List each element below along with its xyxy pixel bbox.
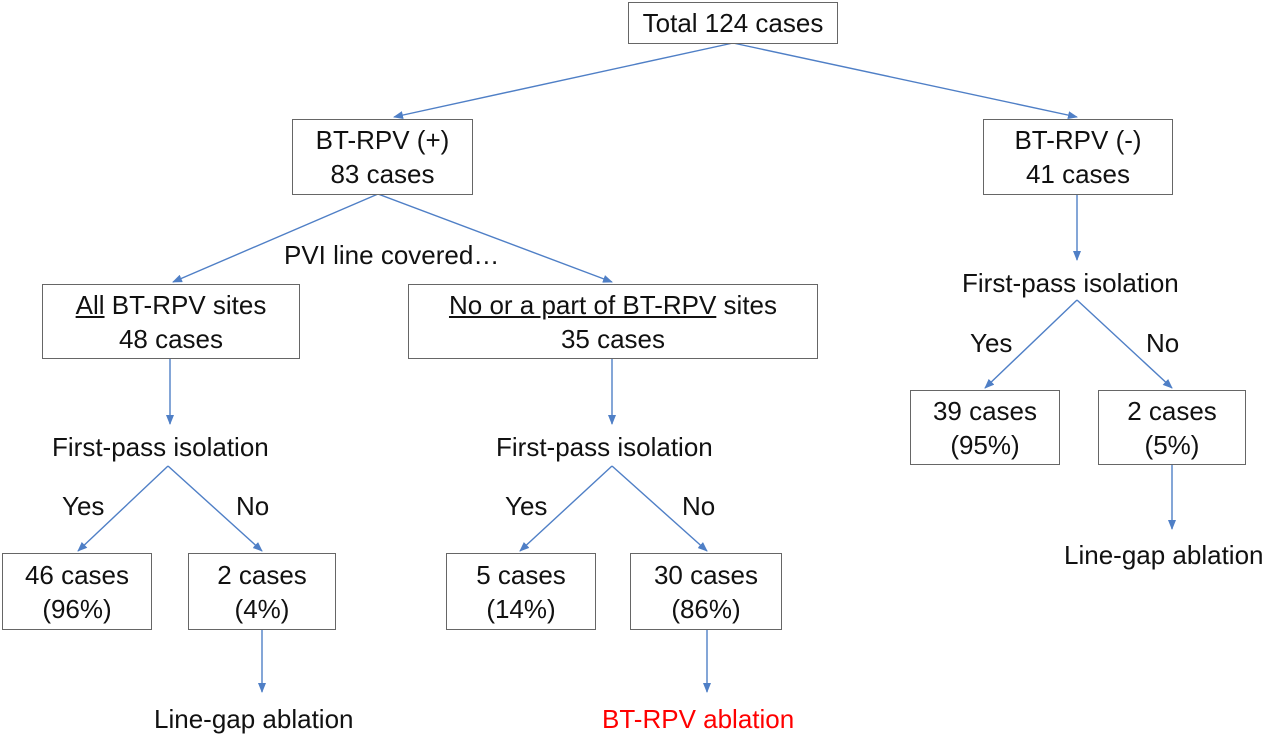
right-yes-pct: (95%): [950, 429, 1020, 460]
btrpv-negative-title: BT-RPV (-): [1014, 125, 1142, 155]
btrpv-positive-box: BT-RPV (+) 83 cases: [292, 119, 473, 195]
all-sites-no-count: 2 cases: [217, 559, 307, 590]
all-sites-outcome-label: Line-gap ablation: [154, 704, 354, 734]
decision-right-yes-label: Yes: [970, 328, 1013, 358]
right-yes-count: 39 cases: [932, 395, 1038, 426]
partial-sites-yes-pct: (14%): [486, 593, 556, 624]
all-sites-title: All BT-RPV sites: [76, 288, 267, 322]
btrpv-positive-title: BT-RPV (+): [315, 125, 450, 155]
decision-partial-sites-no-label: No: [682, 491, 716, 521]
arrow-decision3-yes: [984, 299, 1078, 389]
arrow-decision1-yes: [77, 465, 169, 552]
arrow-decision3-no: [1076, 299, 1173, 389]
all-sites-underlined: All: [75, 289, 105, 320]
decision-partial-sites-yes-label: Yes: [505, 491, 548, 521]
all-sites-yes-box: 46 cases (96%): [2, 553, 152, 630]
btrpv-positive-count: 83 cases: [330, 159, 435, 189]
partial-sites-no-count: 30 cases: [653, 559, 759, 590]
btrpv-negative-count: 41 cases: [1025, 159, 1131, 189]
btrpv-negative-box: BT-RPV (-) 41 cases: [983, 119, 1173, 195]
decision-all-sites-label: First-pass isolation: [52, 432, 269, 462]
partial-sites-rest: sites: [716, 289, 777, 320]
partial-sites-box: No or a part of BT-RPV sites 35 cases: [408, 284, 818, 359]
right-no-box: 2 cases (5%): [1098, 390, 1246, 465]
partial-sites-count: 35 cases: [560, 323, 666, 354]
partial-sites-yes-box: 5 cases (14%): [446, 553, 596, 630]
arrow-decision2-no: [611, 465, 708, 552]
all-sites-rest: BT-RPV sites: [104, 289, 267, 320]
decision-right-no-label: No: [1146, 328, 1180, 358]
all-sites-yes-pct: (96%): [42, 593, 112, 624]
all-sites-no-box: 2 cases (4%): [188, 553, 336, 630]
partial-sites-no-box: 30 cases (86%): [630, 553, 782, 630]
all-sites-box: All BT-RPV sites 48 cases: [42, 284, 300, 359]
arrow-total-to-btrpv-neg: [732, 42, 1078, 120]
all-sites-yes-count: 46 cases: [24, 559, 130, 590]
decision-partial-sites-label: First-pass isolation: [496, 432, 713, 462]
decision-all-sites-yes-label: Yes: [62, 491, 105, 521]
partial-sites-outcome-label: BT-RPV ablation: [602, 704, 795, 734]
partial-sites-underlined: No or a part of BT-RPV: [448, 289, 717, 320]
partial-sites-title: No or a part of BT-RPV sites: [449, 288, 777, 322]
arrow-decision2-yes: [519, 465, 613, 552]
decision-right-label: First-pass isolation: [962, 268, 1179, 298]
arrow-decision1-no: [167, 465, 263, 552]
all-sites-count: 48 cases: [118, 323, 224, 354]
all-sites-no-pct: (4%): [234, 593, 290, 624]
right-outcome-label: Line-gap ablation: [1064, 540, 1264, 570]
arrow-btrpv-to-partial-sites: [377, 193, 613, 283]
partial-sites-yes-count: 5 cases: [476, 559, 566, 590]
arrow-total-to-btrpv-pos: [393, 42, 734, 119]
right-yes-box: 39 cases (95%): [910, 390, 1060, 465]
partial-sites-no-pct: (86%): [671, 593, 741, 624]
pvi-line-covered-label: PVI line covered…: [284, 240, 500, 270]
total-cases-label: Total 124 cases: [642, 8, 824, 38]
arrow-btrpv-to-all-sites: [172, 193, 379, 283]
decision-all-sites-no-label: No: [236, 491, 270, 521]
right-no-pct: (5%): [1144, 429, 1200, 460]
right-no-count: 2 cases: [1127, 395, 1217, 426]
total-cases-box: Total 124 cases: [628, 2, 838, 44]
